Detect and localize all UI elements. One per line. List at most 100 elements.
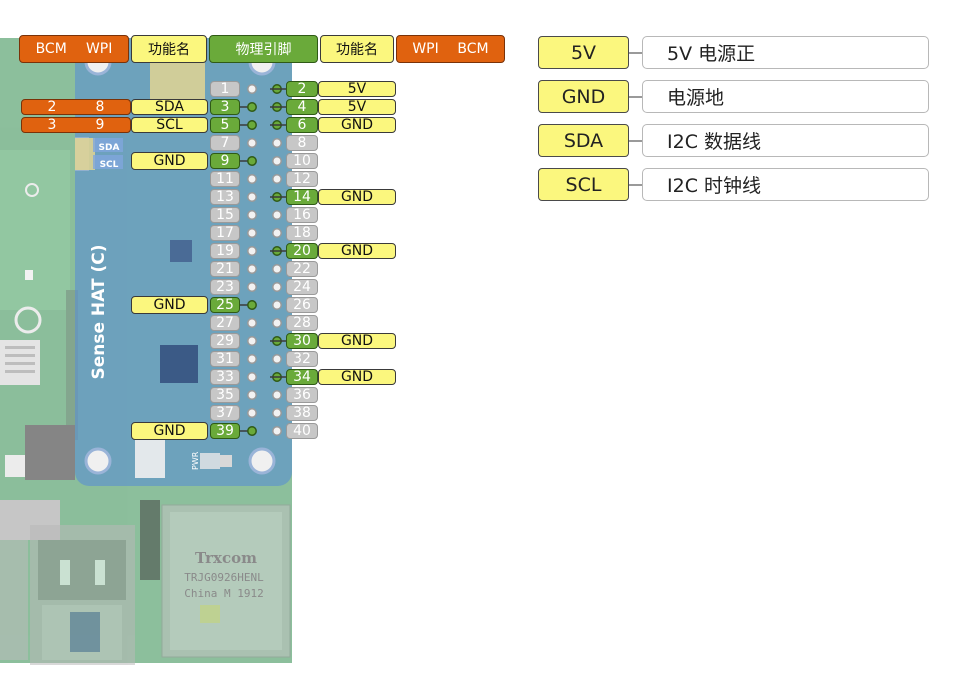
rj45-model: TRJG0926HENL [184, 571, 264, 584]
physical-pin-left: 9 [210, 153, 240, 169]
gpio-pin-dot [247, 372, 257, 382]
physical-pin-left: 21 [210, 261, 240, 277]
physical-pin-right: 18 [286, 225, 318, 241]
physical-pin-left: 7 [210, 135, 240, 151]
header-right-function: 功能名 [320, 35, 394, 63]
function-label-left: GND [131, 422, 208, 440]
gpio-pin-dot [247, 192, 257, 202]
gpio-pin-dot [247, 120, 257, 130]
physical-pin-left: 19 [210, 243, 240, 259]
gpio-pin-dot [247, 426, 257, 436]
function-label-left: GND [131, 152, 208, 170]
physical-pin-left: 1 [210, 81, 240, 97]
physical-pin-left: 23 [210, 279, 240, 295]
silk-scl: SCL [100, 160, 119, 170]
physical-pin-left: 5 [210, 117, 240, 133]
physical-pin-right: 36 [286, 387, 318, 403]
physical-pin-right: 34 [286, 369, 318, 385]
function-label-right: GND [318, 333, 396, 349]
gpio-pin-dot [272, 210, 282, 220]
legend-key-gnd: GND [538, 80, 629, 113]
legend-desc-5v: 5V 电源正 [642, 36, 929, 69]
gpio-pin-dot [247, 264, 257, 274]
physical-pin-left: 39 [210, 423, 240, 439]
physical-pin-right: 24 [286, 279, 318, 295]
gpio-pin-dot [247, 354, 257, 364]
legend-key-sda: SDA [538, 124, 629, 157]
gpio-pin-dot [247, 408, 257, 418]
physical-pin-right: 2 [286, 81, 318, 97]
physical-pin-left: 25 [210, 297, 240, 313]
function-label-right: GND [318, 117, 396, 133]
header-right-wpi-bcm: WPI BCM [396, 35, 505, 63]
legend-desc-scl: I2C 时钟线 [642, 168, 929, 201]
function-label-right: 5V [318, 99, 396, 115]
physical-pin-right: 12 [286, 171, 318, 187]
physical-pin-left: 33 [210, 369, 240, 385]
legend-desc-sda: I2C 数据线 [642, 124, 929, 157]
physical-pin-right: 4 [286, 99, 318, 115]
function-label-right: 5V [318, 81, 396, 97]
legend-connector [629, 52, 642, 54]
physical-pin-left: 3 [210, 99, 240, 115]
physical-pin-left: 37 [210, 405, 240, 421]
bcm-number: 2 [47, 99, 57, 115]
legend-connector [629, 184, 642, 186]
gpio-pin-dot [272, 408, 282, 418]
gpio-pin-dot [272, 138, 282, 148]
gpio-pin-dot [247, 138, 257, 148]
gpio-pin-dot [272, 390, 282, 400]
gpio-pin-dot [272, 354, 282, 364]
gpio-pin-dot [247, 300, 257, 310]
physical-pin-left: 11 [210, 171, 240, 187]
gpio-pin-dot [247, 210, 257, 220]
header-left-wpi: WPI [85, 41, 113, 57]
legend-connector [629, 96, 642, 98]
function-label-left: GND [131, 296, 208, 314]
header-right-bcm: BCM [457, 41, 489, 57]
function-label-right: GND [318, 369, 396, 385]
physical-pin-right: 8 [286, 135, 318, 151]
gpio-pin-dot [247, 174, 257, 184]
physical-pin-left: 15 [210, 207, 240, 223]
physical-pin-right: 28 [286, 315, 318, 331]
gpio-pin-dot [272, 300, 282, 310]
physical-pin-left: 31 [210, 351, 240, 367]
physical-pin-right: 16 [286, 207, 318, 223]
function-label-left: SCL [131, 117, 208, 133]
silk-pwr: PWR [191, 451, 200, 470]
gpio-pin-dot [272, 318, 282, 328]
physical-pin-right: 30 [286, 333, 318, 349]
physical-pin-right: 14 [286, 189, 318, 205]
silk-sda: SDA [99, 143, 120, 153]
gpio-pin-dot [272, 174, 282, 184]
legend-key-scl: SCL [538, 168, 629, 201]
hat-board-name: Sense HAT (C) [89, 244, 109, 379]
bcm-number: 3 [47, 117, 57, 133]
gpio-pin-dot [247, 246, 257, 256]
header-right-wpi: WPI [412, 41, 439, 57]
wpi-number: 8 [95, 99, 105, 115]
header-left-function: 功能名 [131, 35, 207, 63]
physical-pin-right: 32 [286, 351, 318, 367]
physical-pin-left: 13 [210, 189, 240, 205]
usb-ports [0, 500, 160, 665]
gpio-pin-dot [247, 336, 257, 346]
gpio-pin-dot [247, 282, 257, 292]
rj45-origin: China M 1912 [184, 587, 263, 600]
rj45-brand: Trxcom [195, 549, 257, 567]
physical-pin-right: 40 [286, 423, 318, 439]
physical-pin-right: 20 [286, 243, 318, 259]
physical-pin-left: 35 [210, 387, 240, 403]
physical-pin-right: 22 [286, 261, 318, 277]
gpio-pin-dot [272, 264, 282, 274]
legend-key-5v: 5V [538, 36, 629, 69]
legend-desc-gnd: 电源地 [642, 80, 929, 113]
physical-pin-right: 38 [286, 405, 318, 421]
function-label-right: GND [318, 243, 396, 259]
header-left-bcm: BCM [35, 41, 67, 57]
gpio-pin-dot [247, 228, 257, 238]
physical-pin-right: 6 [286, 117, 318, 133]
